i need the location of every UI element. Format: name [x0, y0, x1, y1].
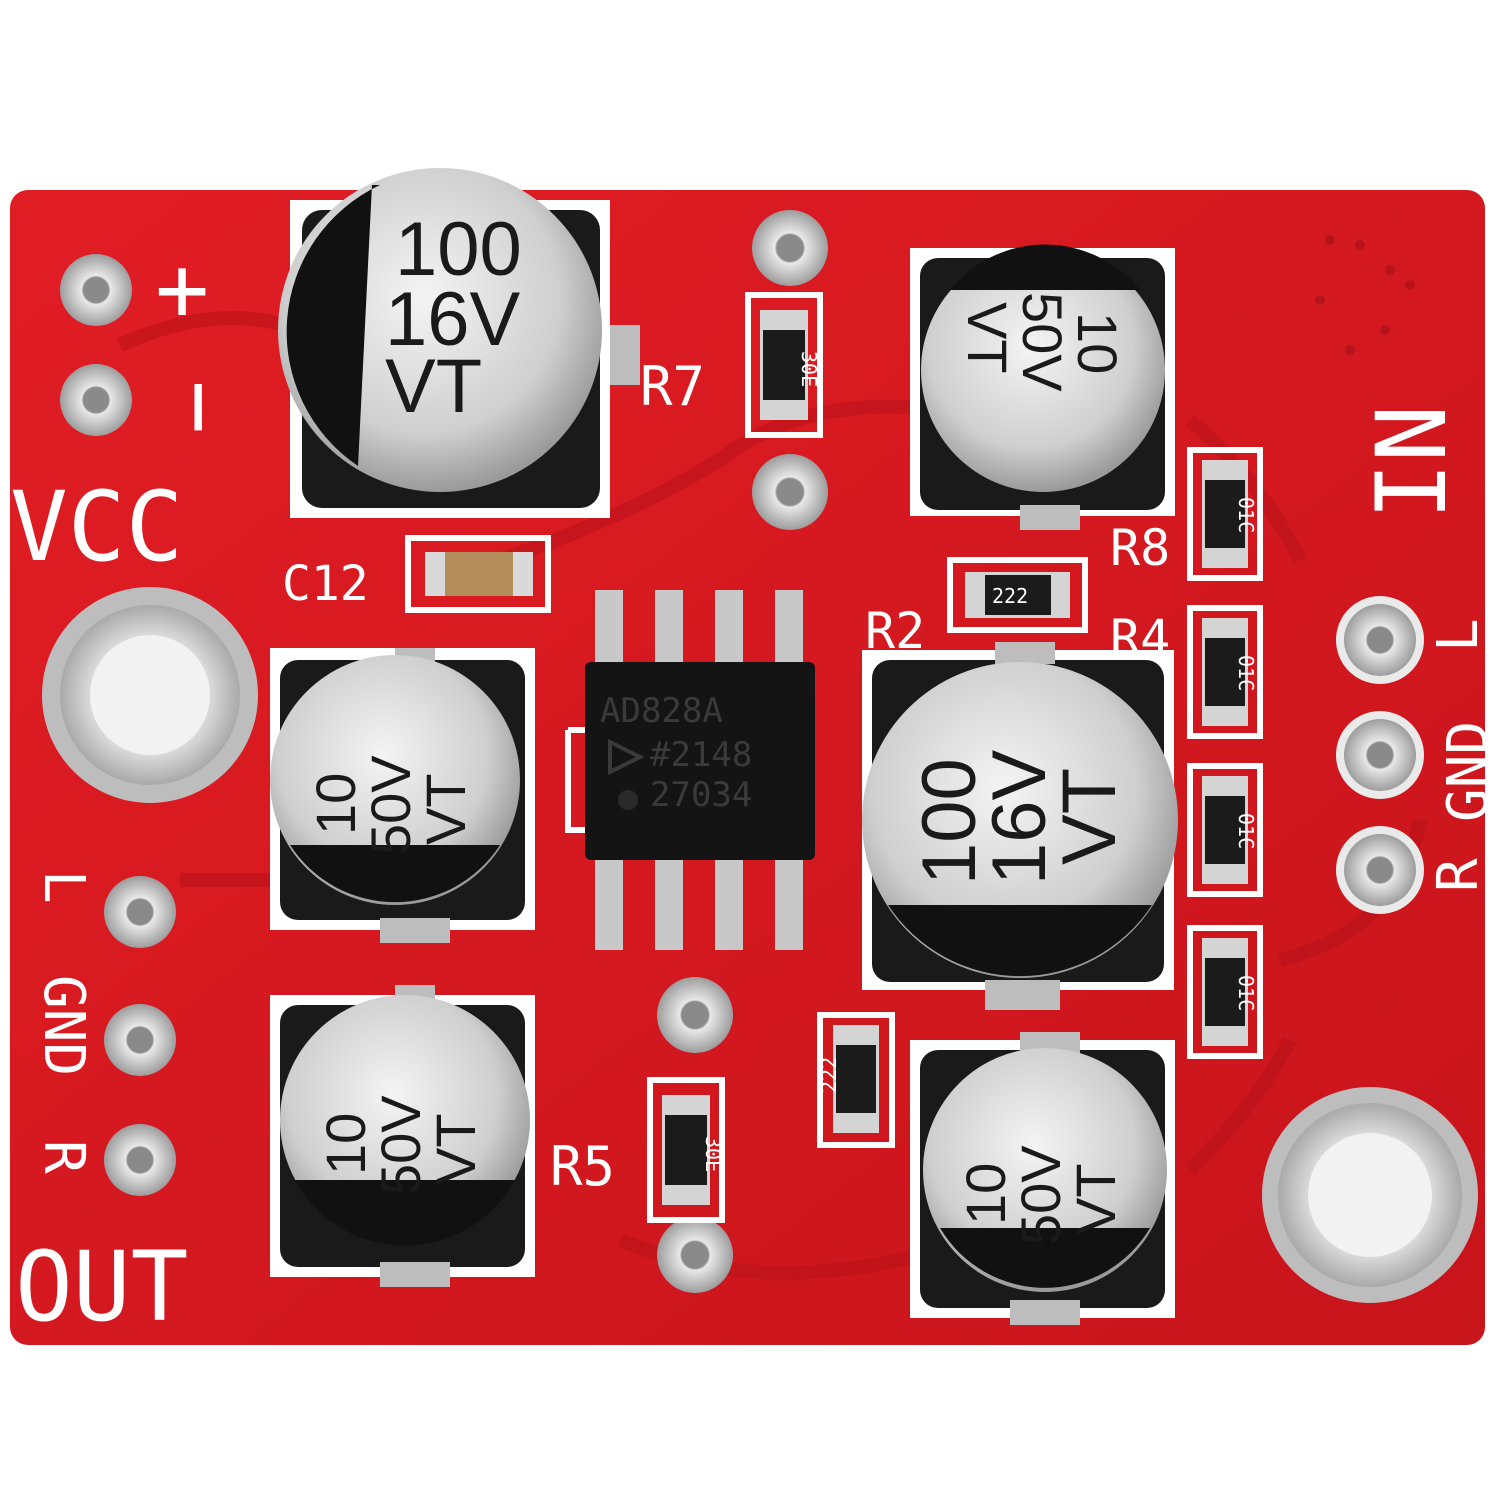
power-pads: [60, 254, 132, 436]
svg-text:01C: 01C: [1234, 975, 1258, 1011]
r5-label: R5: [550, 1135, 615, 1198]
capacitor-100uf-top: 100 16V VT: [278, 168, 640, 518]
capacitor-10uf-bottom-right: 10 50V VT: [910, 1032, 1175, 1325]
out-r-label: R: [31, 1140, 96, 1174]
capacitor-100uf-right: 100 16V VT: [862, 642, 1178, 1010]
svg-text:VT: VT: [956, 302, 1019, 374]
svg-text:01C: 01C: [1234, 813, 1258, 849]
adi-logo-icon: [608, 738, 645, 776]
ic-pins-bottom: [595, 850, 803, 950]
out-label: OUT: [15, 1231, 188, 1343]
capacitor-10uf-mid-left: 10 50V VT: [270, 648, 535, 943]
mounting-hole-right: [1262, 1087, 1478, 1303]
svg-text:VT: VT: [385, 344, 482, 429]
svg-text:100: 100: [395, 207, 522, 292]
svg-text:30E: 30E: [797, 351, 821, 387]
svg-text:222: 222: [817, 1057, 841, 1093]
c12-label: C12: [282, 556, 369, 612]
svg-text:10: 10: [1066, 312, 1129, 374]
chip-marking-3: 27034: [650, 775, 752, 815]
resistor-r8: 01C: [1202, 460, 1258, 568]
resistor-r5: 30E: [662, 1095, 725, 1205]
output-pads: [104, 876, 176, 1196]
resistor-r7: 30E: [760, 310, 821, 420]
svg-text:10: 10: [304, 773, 367, 835]
minus-label: −: [148, 380, 253, 434]
svg-text:VT: VT: [414, 773, 477, 845]
resistor-r2: 222: [965, 572, 1070, 618]
resistor-r4: 01C: [1202, 618, 1258, 726]
svg-text:10: 10: [314, 1113, 377, 1175]
capacitor-10uf-top-right: 10 50V VT: [910, 244, 1175, 530]
svg-text:VT: VT: [1047, 768, 1132, 865]
svg-text:100: 100: [907, 758, 992, 885]
svg-text:50V: 50V: [1011, 292, 1074, 392]
svg-text:50V: 50V: [369, 1095, 432, 1195]
out-gnd-label: GND: [31, 975, 96, 1076]
in-label: IN: [1356, 404, 1468, 520]
svg-text:10: 10: [954, 1163, 1017, 1225]
ic-pins-top: [595, 590, 803, 670]
resistor-low: 01C: [1202, 938, 1258, 1046]
svg-text:50V: 50V: [1009, 1145, 1072, 1245]
svg-text:16V: 16V: [385, 277, 521, 362]
plus-label: +: [155, 237, 209, 342]
svg-text:VT: VT: [1064, 1163, 1127, 1235]
capacitor-c12: [425, 552, 533, 596]
r8-label: R8: [1110, 519, 1170, 577]
out-l-label: L: [31, 870, 96, 904]
input-pads: [1336, 596, 1424, 914]
pin1-dot: [618, 790, 638, 810]
r7-label: R7: [640, 355, 705, 418]
resistor-lower-222: 222: [817, 1025, 879, 1133]
chip-marking-2: #2148: [650, 735, 752, 775]
in-l-label: L: [1426, 618, 1491, 652]
capacitor-10uf-bottom-left: 10 50V VT: [270, 985, 535, 1287]
svg-text:16V: 16V: [977, 749, 1062, 885]
in-r-label: R: [1426, 858, 1491, 892]
svg-text:222: 222: [992, 584, 1028, 608]
in-gnd-label: GND: [1436, 721, 1500, 822]
vcc-label: VCC: [10, 471, 183, 583]
ic-chip: AD828A #2148 27034: [585, 590, 815, 950]
svg-text:50V: 50V: [359, 755, 422, 855]
chip-marking-1: AD828A: [600, 691, 723, 731]
svg-text:VT: VT: [424, 1113, 487, 1185]
resistor-mid: 01C: [1202, 776, 1258, 884]
silk-outlines: [405, 292, 1263, 1223]
svg-text:01C: 01C: [1234, 497, 1258, 533]
svg-text:30E: 30E: [701, 1136, 725, 1172]
via-dots: [1315, 235, 1415, 355]
mounting-hole-left: [42, 587, 258, 803]
svg-text:01C: 01C: [1234, 655, 1258, 691]
test-pads: [657, 210, 828, 1293]
